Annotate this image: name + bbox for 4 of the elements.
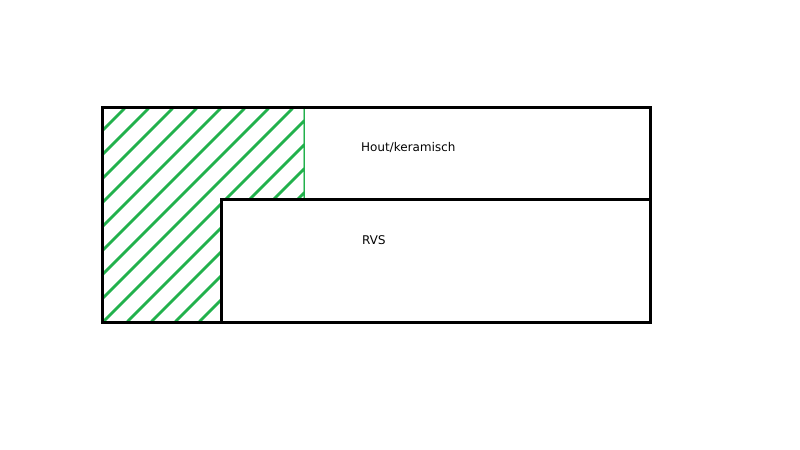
area-label: RVS bbox=[362, 233, 386, 247]
inner-panel bbox=[220, 198, 652, 324]
outer-panel bbox=[101, 106, 652, 324]
area-label: Hout/keramisch bbox=[361, 140, 456, 154]
